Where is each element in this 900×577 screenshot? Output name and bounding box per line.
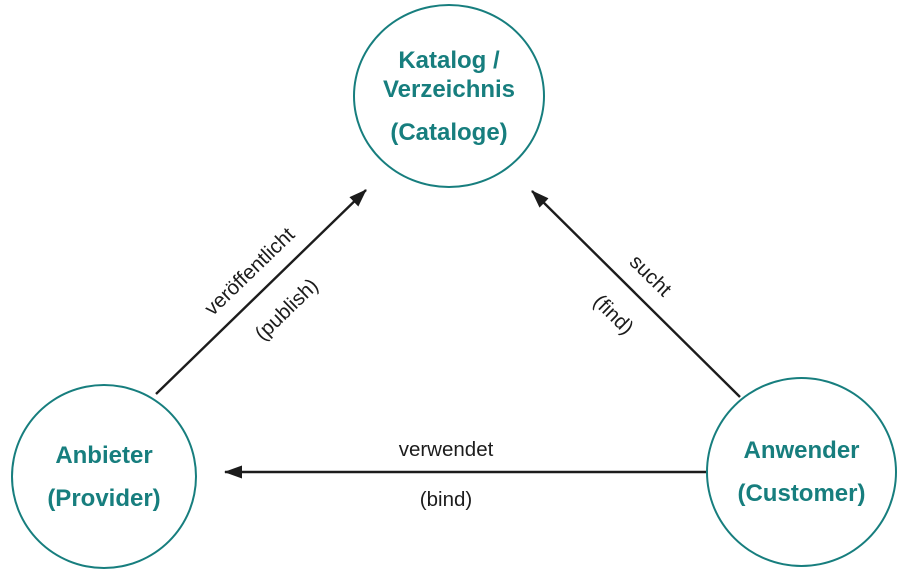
provider-node: Anbieter (Provider) [11,384,197,569]
customer-node: Anwender (Customer) [706,377,897,567]
catalog-name-line1: Katalog / [398,46,500,74]
catalog-name-line2: Verzeichnis [382,75,516,103]
customer-subtitle: (Customer) [737,480,866,507]
provider-name: Anbieter [55,441,153,469]
catalog-subtitle: (Cataloge) [390,118,508,146]
customer-name: Anwender [743,437,860,464]
find-arrow [531,190,741,398]
bind-edge-sublabel: (bind) [419,488,473,511]
provider-subtitle: (Provider) [47,484,161,512]
publish-arrow [155,189,367,395]
catalog-node: Katalog / Verzeichnis (Cataloge) [353,4,545,188]
bind-edge-label: verwendet [398,438,494,461]
